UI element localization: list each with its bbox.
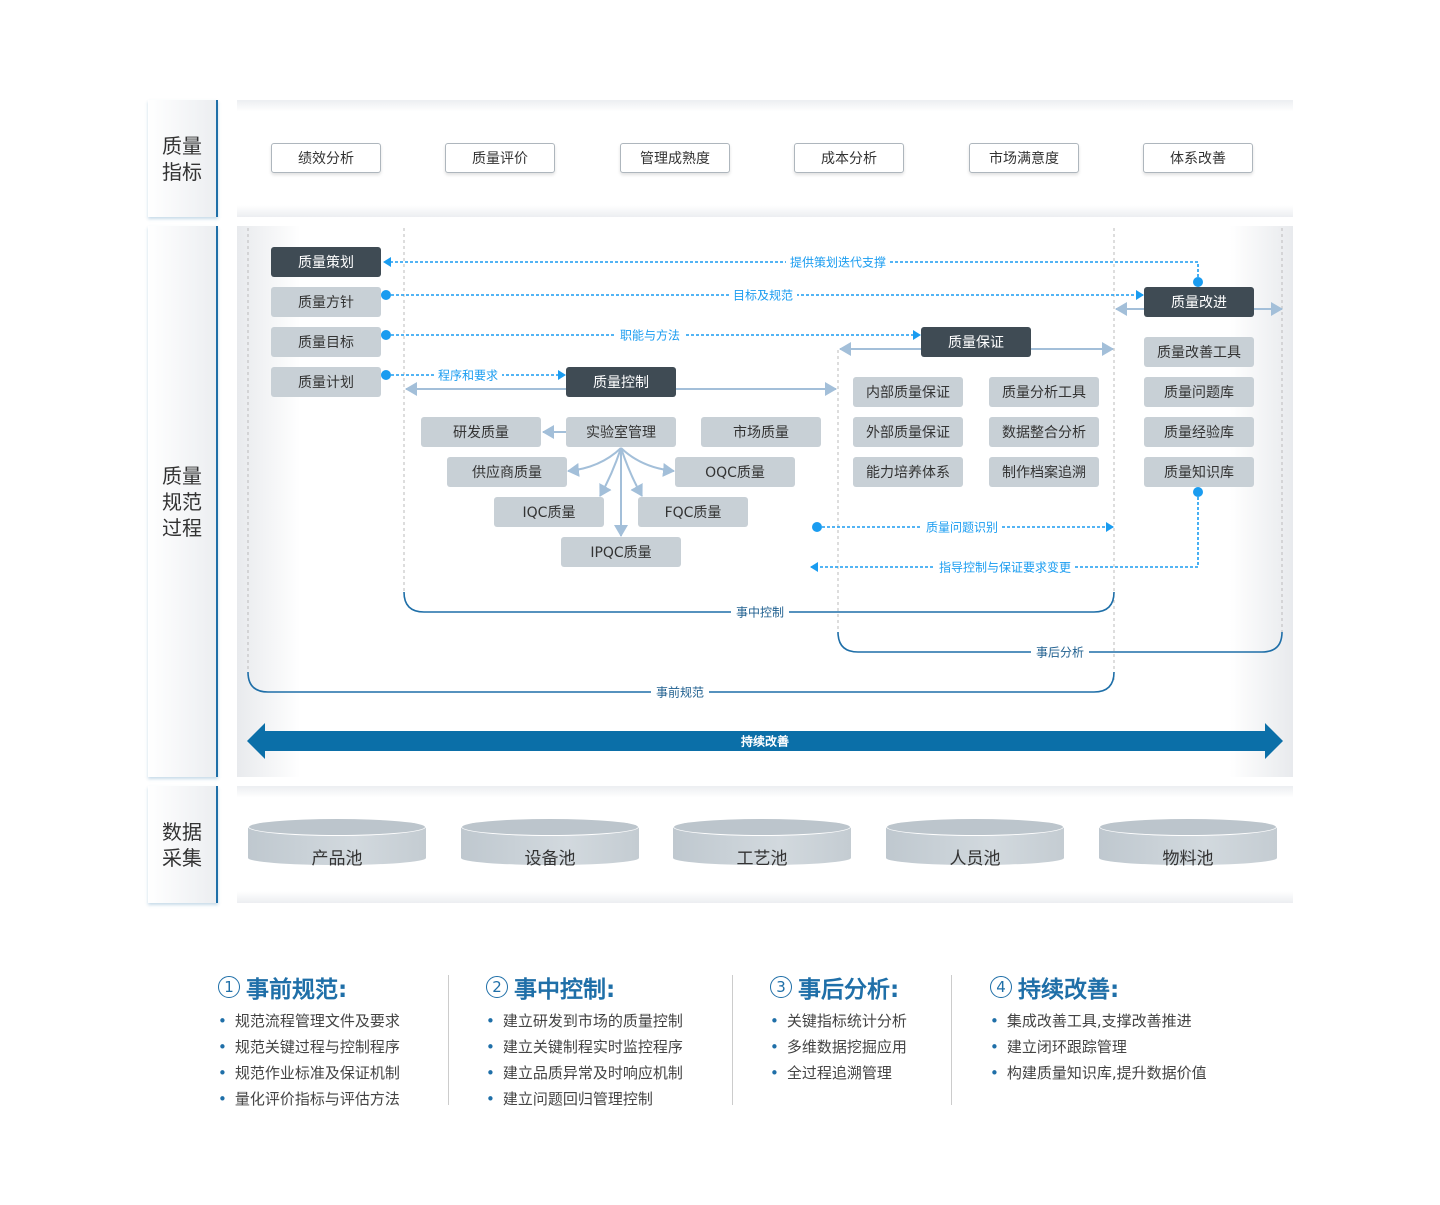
planning-item: 质量方针	[271, 287, 381, 317]
summary-title: 持续改善:	[1018, 977, 1120, 1003]
summary-before: 1 事前规范: 规范流程管理文件及要求规范关键过程与控制程序规范作业标准及保证机制…	[218, 970, 400, 1112]
assurance-item: 制作档案追溯	[989, 457, 1099, 487]
indicator-satisfaction: 市场满意度	[969, 143, 1079, 173]
data-pool-process: 工艺池	[673, 818, 851, 872]
improvement-title: 质量改进	[1144, 287, 1254, 317]
control-oqc: OQC质量	[675, 457, 795, 487]
indicator-system: 体系改善	[1143, 143, 1253, 173]
side-label-text: 质量规范过程	[162, 463, 202, 540]
pool-label: 人员池	[949, 849, 1001, 869]
summary-item: 多维数据挖掘应用	[770, 1034, 907, 1060]
pool-label: 物料池	[1162, 849, 1214, 869]
control-market: 市场质量	[701, 417, 821, 447]
assurance-item: 质量分析工具	[989, 377, 1099, 407]
summary-item: 全过程追溯管理	[770, 1060, 907, 1086]
phase-before: 事前规范	[650, 683, 710, 701]
planning-item: 质量目标	[271, 327, 381, 357]
improvement-item: 质量经验库	[1144, 417, 1254, 447]
indicator-maturity: 管理成熟度	[620, 143, 730, 173]
planning-title: 质量策划	[271, 247, 381, 277]
data-pool-product: 产品池	[248, 818, 426, 872]
assurance-item: 内部质量保证	[853, 377, 963, 407]
continuous-improvement-label: 持续改善	[740, 734, 790, 749]
pool-label: 产品池	[311, 849, 363, 869]
control-ipqc: IPQC质量	[561, 537, 681, 567]
summary-title: 事中控制:	[514, 977, 616, 1003]
pool-label: 工艺池	[736, 849, 788, 869]
improvement-item: 质量问题库	[1144, 377, 1254, 407]
flow-label-procedures: 程序和要求	[433, 366, 503, 384]
data-pool-equipment: 设备池	[461, 818, 639, 872]
control-iqc: IQC质量	[494, 497, 604, 527]
indicator-performance: 绩效分析	[271, 143, 381, 173]
improvement-item: 质量知识库	[1144, 457, 1254, 487]
flow-label-functions: 职能与方法	[615, 326, 685, 344]
data-pool-personnel: 人员池	[886, 818, 1064, 872]
assurance-item: 能力培养体系	[853, 457, 963, 487]
number-badge: 2	[486, 976, 508, 998]
summary-during: 2 事中控制: 建立研发到市场的质量控制建立关键制程实时监控程序建立品质异常及时响…	[486, 970, 683, 1112]
process-band	[237, 226, 1293, 777]
assurance-title: 质量保证	[921, 327, 1031, 357]
number-badge: 3	[770, 976, 792, 998]
summary-after: 3 事后分析: 关键指标统计分析多维数据挖掘应用全过程追溯管理	[770, 970, 907, 1086]
summary-item: 关键指标统计分析	[770, 1008, 907, 1034]
side-label-process: 质量规范过程	[148, 226, 218, 777]
summary-item: 建立闭环跟踪管理	[990, 1034, 1207, 1060]
flow-label-issue: 质量问题识别	[921, 518, 1003, 536]
data-pool-material: 物料池	[1099, 818, 1277, 872]
control-fqc: FQC质量	[638, 497, 748, 527]
number-badge: 1	[218, 976, 240, 998]
summary-item: 规范作业标准及保证机制	[218, 1060, 400, 1086]
summary-item: 规范流程管理文件及要求	[218, 1008, 400, 1034]
flow-label-guide: 指导控制与保证要求变更	[934, 558, 1076, 576]
pool-label: 设备池	[524, 849, 576, 869]
control-supplier: 供应商质量	[447, 457, 567, 487]
phase-after: 事后分析	[1030, 643, 1090, 661]
divider	[448, 975, 449, 1105]
divider	[951, 975, 952, 1105]
improvement-item: 质量改善工具	[1144, 337, 1254, 367]
summary-item: 集成改善工具,支撑改善推进	[990, 1008, 1207, 1034]
side-label-indicators: 质量指标	[148, 100, 218, 217]
side-label-text: 数据采集	[162, 819, 202, 870]
summary-item: 规范关键过程与控制程序	[218, 1034, 400, 1060]
summary-item: 量化评价指标与评估方法	[218, 1086, 400, 1112]
summary-item: 建立关键制程实时监控程序	[486, 1034, 683, 1060]
summary-item: 建立研发到市场的质量控制	[486, 1008, 683, 1034]
summary-title: 事后分析:	[798, 977, 900, 1003]
number-badge: 4	[990, 976, 1012, 998]
phase-during: 事中控制	[730, 603, 790, 621]
indicator-evaluation: 质量评价	[445, 143, 555, 173]
side-label-text: 质量指标	[162, 133, 202, 184]
assurance-item: 数据整合分析	[989, 417, 1099, 447]
summary-item: 构建质量知识库,提升数据价值	[990, 1060, 1207, 1086]
summary-title: 事前规范:	[246, 977, 348, 1003]
summary-continuous: 4 持续改善: 集成改善工具,支撑改善推进建立闭环跟踪管理构建质量知识库,提升数据…	[990, 970, 1207, 1086]
control-title: 质量控制	[566, 367, 676, 397]
assurance-item: 外部质量保证	[853, 417, 963, 447]
indicators-band	[237, 100, 1293, 217]
flow-label-support: 提供策划迭代支撑	[785, 253, 891, 271]
control-rd: 研发质量	[421, 417, 541, 447]
control-lab: 实验室管理	[566, 417, 676, 447]
planning-item: 质量计划	[271, 367, 381, 397]
summary-item: 建立问题回归管理控制	[486, 1086, 683, 1112]
divider	[732, 975, 733, 1105]
summary-item: 建立品质异常及时响应机制	[486, 1060, 683, 1086]
side-label-data: 数据采集	[148, 786, 218, 903]
flow-label-goals: 目标及规范	[728, 286, 798, 304]
indicator-cost: 成本分析	[794, 143, 904, 173]
